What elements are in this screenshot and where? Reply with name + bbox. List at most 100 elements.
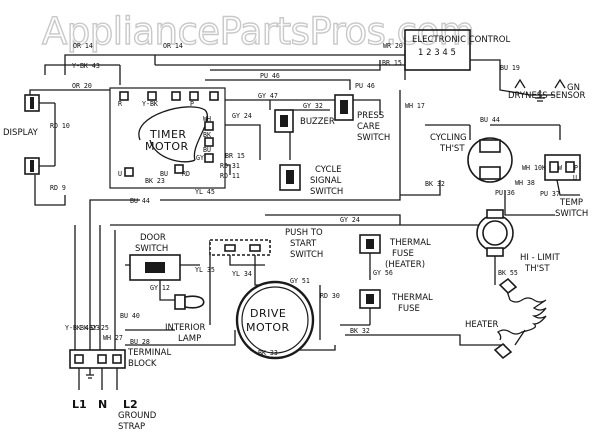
svg-text:L1: L1 <box>72 398 87 411</box>
thermal-fuse-heater: THERMAL FUSE (HEATER) <box>359 234 431 270</box>
svg-text:L2: L2 <box>123 398 138 411</box>
svg-text:BR 15: BR 15 <box>225 152 245 160</box>
svg-text:R: R <box>118 100 122 108</box>
svg-text:DRIVE: DRIVE <box>250 307 286 320</box>
svg-text:TH'ST: TH'ST <box>524 264 550 274</box>
svg-text:Y-BK 43: Y-BK 43 <box>72 62 100 70</box>
svg-text:WH: WH <box>203 115 211 123</box>
svg-text:THERMAL: THERMAL <box>389 238 431 248</box>
svg-text:BLOCK: BLOCK <box>128 359 157 369</box>
display-connectors: DISPLAY <box>3 94 56 175</box>
svg-text:GY 24: GY 24 <box>340 216 360 224</box>
svg-text:PUSH TO: PUSH TO <box>285 228 323 238</box>
dryness-sensor: DRYNESS SENSOR GN <box>508 78 586 102</box>
timer-label: TIMER <box>149 128 187 141</box>
push-to-start-switch: PUSH TO START SWITCH <box>209 228 323 260</box>
motor-label: MOTOR <box>145 140 189 153</box>
svg-text:P: P <box>574 164 578 172</box>
heater: HEATER <box>465 277 518 360</box>
svg-text:BU 19: BU 19 <box>500 64 520 72</box>
svg-text:RD 30: RD 30 <box>320 292 340 300</box>
svg-text:RD 11: RD 11 <box>220 172 240 180</box>
svg-text:BK: BK <box>203 131 211 139</box>
svg-text:HEATER: HEATER <box>465 320 498 330</box>
svg-text:GY 32: GY 32 <box>303 102 323 110</box>
svg-text:ELECTRONIC CONTROL: ELECTRONIC CONTROL <box>412 35 510 45</box>
svg-text:DRYNESS SENSOR: DRYNESS SENSOR <box>508 91 586 101</box>
svg-text:BUZZER: BUZZER <box>300 117 335 127</box>
electronic-control: ELECTRONIC CONTROL 1 2 3 4 5 <box>404 29 510 71</box>
cycle-signal-switch: CYCLE SIGNAL SWITCH <box>279 164 343 197</box>
svg-text:BK 55: BK 55 <box>498 269 518 277</box>
svg-text:RD 31: RD 31 <box>220 162 240 170</box>
svg-text:GROUND: GROUND <box>118 411 157 421</box>
svg-text:SIGNAL: SIGNAL <box>310 176 342 186</box>
wire-labels: OR 14 OR 14 WR 20 BR 15 BU 19 Y-BK 43 OR… <box>50 42 560 357</box>
svg-text:RD 9: RD 9 <box>50 184 66 192</box>
svg-text:BK 32: BK 32 <box>425 180 445 188</box>
svg-text:YL 45: YL 45 <box>195 188 215 196</box>
svg-text:BU: BU <box>203 146 211 154</box>
svg-text:WH: WH <box>522 164 530 172</box>
timer-motor: TIMER MOTOR R Y-BK P U WH BK BU BU RD GY <box>109 87 226 189</box>
svg-text:FUSE: FUSE <box>398 304 420 314</box>
display-label: DISPLAY <box>3 128 39 138</box>
svg-text:GY 51: GY 51 <box>290 277 310 285</box>
svg-text:BU 28: BU 28 <box>130 338 150 346</box>
svg-text:N: N <box>98 398 107 411</box>
svg-text:CYCLING: CYCLING <box>430 133 467 143</box>
svg-text:SWITCH: SWITCH <box>290 250 323 260</box>
svg-text:Y-BK 43: Y-BK 43 <box>65 324 93 332</box>
svg-text:CYCLE: CYCLE <box>315 165 342 175</box>
svg-text:INTERIOR: INTERIOR <box>165 323 206 333</box>
svg-text:TH'ST: TH'ST <box>439 144 465 154</box>
terminal-block: TERMINAL BLOCK GROUND STRAP L1 N L2 <box>69 348 171 432</box>
svg-text:DOOR: DOOR <box>140 233 166 243</box>
svg-text:YL 34: YL 34 <box>232 270 252 278</box>
press-care-switch: PRESS CARE SWITCH <box>334 94 390 143</box>
svg-text:WH 38: WH 38 <box>515 179 535 187</box>
temp-switch: WH 10K W P U TEMP SWITCH <box>522 154 588 219</box>
svg-text:BK 23: BK 23 <box>145 177 165 185</box>
svg-text:THERMAL: THERMAL <box>391 293 433 303</box>
svg-text:PU 37: PU 37 <box>540 190 560 198</box>
thermal-fuse: THERMAL FUSE <box>359 289 433 314</box>
buzzer: BUZZER <box>274 109 335 133</box>
svg-text:GY 56: GY 56 <box>373 269 393 277</box>
svg-text:BU 44: BU 44 <box>130 197 150 205</box>
svg-text:OR 14: OR 14 <box>163 42 183 50</box>
door-switch: DOOR SWITCH <box>129 233 181 281</box>
svg-text:GY 47: GY 47 <box>258 92 278 100</box>
svg-text:RD: RD <box>182 170 190 178</box>
svg-text:SWITCH: SWITCH <box>555 209 588 219</box>
svg-text:SWITCH: SWITCH <box>135 244 168 254</box>
svg-text:OR 14: OR 14 <box>73 42 93 50</box>
svg-text:U: U <box>118 170 122 178</box>
svg-text:BU: BU <box>160 170 168 178</box>
svg-text:GY: GY <box>196 154 204 162</box>
watermark: AppliancePartsPros.com <box>42 10 474 53</box>
svg-text:P: P <box>190 100 194 108</box>
cycling-thermostat: CYCLING TH'ST <box>430 133 513 183</box>
svg-text:U: U <box>573 174 577 182</box>
svg-text:GY 25: GY 25 <box>89 324 109 332</box>
svg-text:HI - LIMIT: HI - LIMIT <box>520 253 560 263</box>
svg-text:BU 44: BU 44 <box>480 116 500 124</box>
svg-text:SWITCH: SWITCH <box>357 133 390 143</box>
svg-text:Y-BK: Y-BK <box>142 100 158 108</box>
svg-text:BU 40: BU 40 <box>120 312 140 320</box>
svg-text:FUSE: FUSE <box>392 249 414 259</box>
svg-text:SWITCH: SWITCH <box>310 187 343 197</box>
interior-lamp: INTERIOR LAMP <box>165 294 206 344</box>
svg-text:WH 17: WH 17 <box>405 102 425 110</box>
svg-text:PU 46: PU 46 <box>355 82 375 90</box>
svg-text:TEMP: TEMP <box>559 198 583 208</box>
svg-text:BK 33: BK 33 <box>258 349 278 357</box>
svg-text:PU 46: PU 46 <box>260 72 280 80</box>
svg-text:GY 12: GY 12 <box>150 284 170 292</box>
drive-motor: DRIVE MOTOR <box>235 280 315 360</box>
svg-text:PRESS: PRESS <box>357 111 384 121</box>
svg-text:CARE: CARE <box>357 122 380 132</box>
svg-text:WR 20: WR 20 <box>383 42 403 50</box>
